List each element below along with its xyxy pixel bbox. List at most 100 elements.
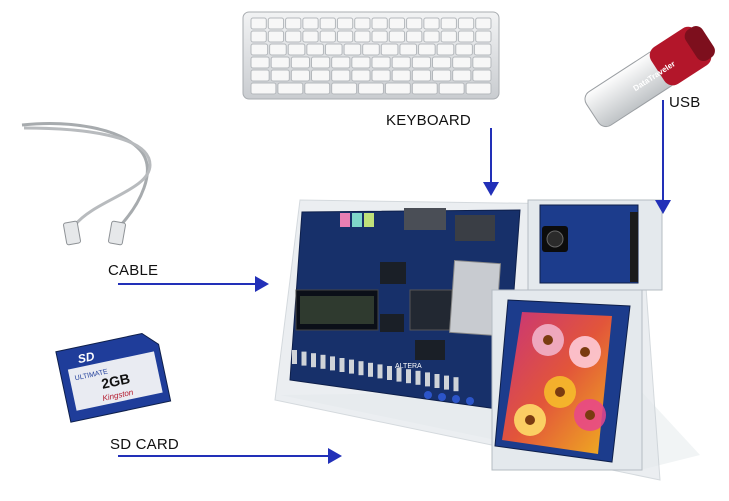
keyboard-icon	[242, 11, 500, 100]
sd-card-label: SD CARD	[110, 436, 179, 453]
keyboard-key	[351, 56, 371, 69]
keyboard-key	[290, 69, 311, 82]
keyboard-key	[336, 30, 354, 43]
keyboard-key	[371, 56, 391, 69]
keyboard-key	[269, 43, 287, 56]
keyboard-key	[452, 56, 472, 69]
keyboard-key	[287, 43, 306, 56]
keyboard-key	[270, 69, 290, 82]
keyboard-key	[250, 43, 269, 56]
keyboard-key	[250, 82, 277, 95]
keyboard-key	[250, 69, 270, 82]
keyboard-key	[436, 43, 455, 56]
keyboard-key	[319, 17, 336, 30]
board-push-button	[424, 391, 432, 399]
keyboard-key	[250, 56, 270, 69]
keyboard-key	[411, 69, 432, 82]
keyboard-key	[411, 82, 438, 95]
lcd-touch-panel-icon	[491, 289, 643, 471]
board-switch	[368, 362, 373, 377]
keyboard-key	[306, 43, 324, 56]
keyboard-key	[438, 82, 465, 95]
keyboard-key	[343, 43, 362, 56]
board-switch	[292, 350, 297, 364]
lcd-flower-center	[525, 415, 535, 425]
keyboard-key	[457, 30, 475, 43]
lcd-flower-center	[580, 347, 590, 357]
keyboard-key	[311, 69, 331, 82]
keyboard-key	[465, 82, 492, 95]
usb-drive-icon: DataTraveler	[584, 26, 715, 128]
board-switch	[444, 375, 449, 390]
keyboard-key	[472, 69, 492, 82]
keyboard-key	[270, 56, 290, 69]
keyboard-key	[440, 30, 457, 43]
board-switch	[377, 364, 383, 379]
lcd-flower-center	[585, 410, 595, 420]
keyboard-key	[331, 82, 358, 95]
board-push-button	[466, 397, 474, 405]
camera-module-icon	[527, 199, 663, 291]
board-switch	[311, 353, 316, 368]
keyboard-key	[432, 56, 452, 69]
keyboard-key	[475, 30, 492, 43]
board-push-button	[438, 393, 446, 401]
keyboard-key	[384, 82, 411, 95]
board-switch	[349, 359, 354, 374]
keyboard-key	[380, 43, 399, 56]
keyboard-key	[391, 69, 411, 82]
keyboard-key	[362, 43, 380, 56]
keyboard-key	[371, 69, 391, 82]
keyboard-key	[277, 82, 304, 95]
keyboard-key	[388, 30, 406, 43]
keyboard-key	[399, 43, 418, 56]
keyboard-key	[351, 69, 371, 82]
keyboard-key	[331, 56, 351, 69]
sd-logo-text: SD	[76, 349, 96, 366]
sd-capacity-text: 2GB	[100, 370, 131, 392]
keyboard-key	[358, 82, 384, 95]
board-switch	[320, 354, 326, 369]
keyboard-key	[324, 43, 343, 56]
cable-label: CABLE	[108, 262, 159, 279]
keyboard-key	[302, 30, 319, 43]
board-switch	[425, 372, 430, 387]
lcd-flower-center	[555, 387, 565, 397]
board-switch	[358, 361, 364, 376]
keyboard-key	[354, 17, 371, 30]
board-switch	[434, 374, 440, 388]
keyboard-key	[406, 17, 423, 30]
keyboard-key	[473, 43, 492, 56]
keyboard-key	[267, 17, 285, 30]
board-push-button	[452, 395, 460, 403]
keyboard-key	[290, 56, 311, 69]
keyboard-key	[285, 17, 302, 30]
keyboard-key	[336, 17, 354, 30]
sd-card-icon: SD ULTIMATE 2GB Kingston	[55, 332, 172, 423]
board-switch	[301, 351, 307, 366]
keyboard-key	[455, 43, 473, 56]
keyboard-key	[423, 30, 440, 43]
keyboard-key	[391, 56, 411, 69]
keyboard-key	[304, 82, 331, 95]
keyboard-key	[388, 17, 406, 30]
keyboard-key	[432, 69, 452, 82]
keyboard-label: KEYBOARD	[386, 112, 471, 129]
lcd-flower-center	[543, 335, 553, 345]
board-switch	[453, 377, 459, 392]
keyboard-key	[285, 30, 302, 43]
keyboard-key	[250, 17, 267, 30]
ethernet-cable-icon	[21, 122, 152, 246]
keyboard-key	[406, 30, 423, 43]
keyboard-key	[418, 43, 436, 56]
keyboard-key	[457, 17, 475, 30]
board-switch	[339, 358, 345, 372]
keyboard-key	[411, 56, 432, 69]
board-switch	[330, 356, 335, 371]
keyboard-key	[452, 69, 472, 82]
keyboard-key	[423, 17, 440, 30]
keyboard-key	[354, 30, 371, 43]
keyboard-key	[331, 69, 351, 82]
keyboard-key	[371, 17, 388, 30]
